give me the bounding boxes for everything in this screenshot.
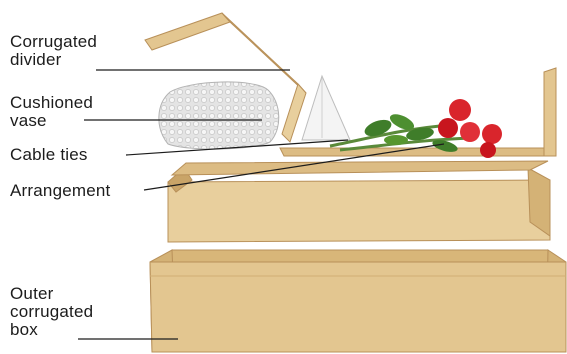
- label-cable-ties: Cable ties: [10, 146, 88, 164]
- label-line: Cable ties: [10, 146, 88, 164]
- label-line: Cushioned: [10, 94, 93, 112]
- label-line: box: [10, 321, 93, 339]
- outer-box: [150, 161, 566, 352]
- label-outer-corrugated-box: Outer corrugated box: [10, 285, 93, 339]
- label-line: corrugated: [10, 303, 93, 321]
- label-line: vase: [10, 112, 93, 130]
- label-line: Outer: [10, 285, 93, 303]
- cushioned-vase: [159, 82, 279, 149]
- label-arrangement: Arrangement: [10, 182, 110, 200]
- glass-vase: [302, 76, 350, 140]
- label-line: Corrugated: [10, 33, 97, 51]
- label-line: divider: [10, 51, 97, 69]
- label-line: Arrangement: [10, 182, 110, 200]
- label-cushioned-vase: Cushioned vase: [10, 94, 93, 130]
- label-corrugated-divider: Corrugated divider: [10, 33, 97, 69]
